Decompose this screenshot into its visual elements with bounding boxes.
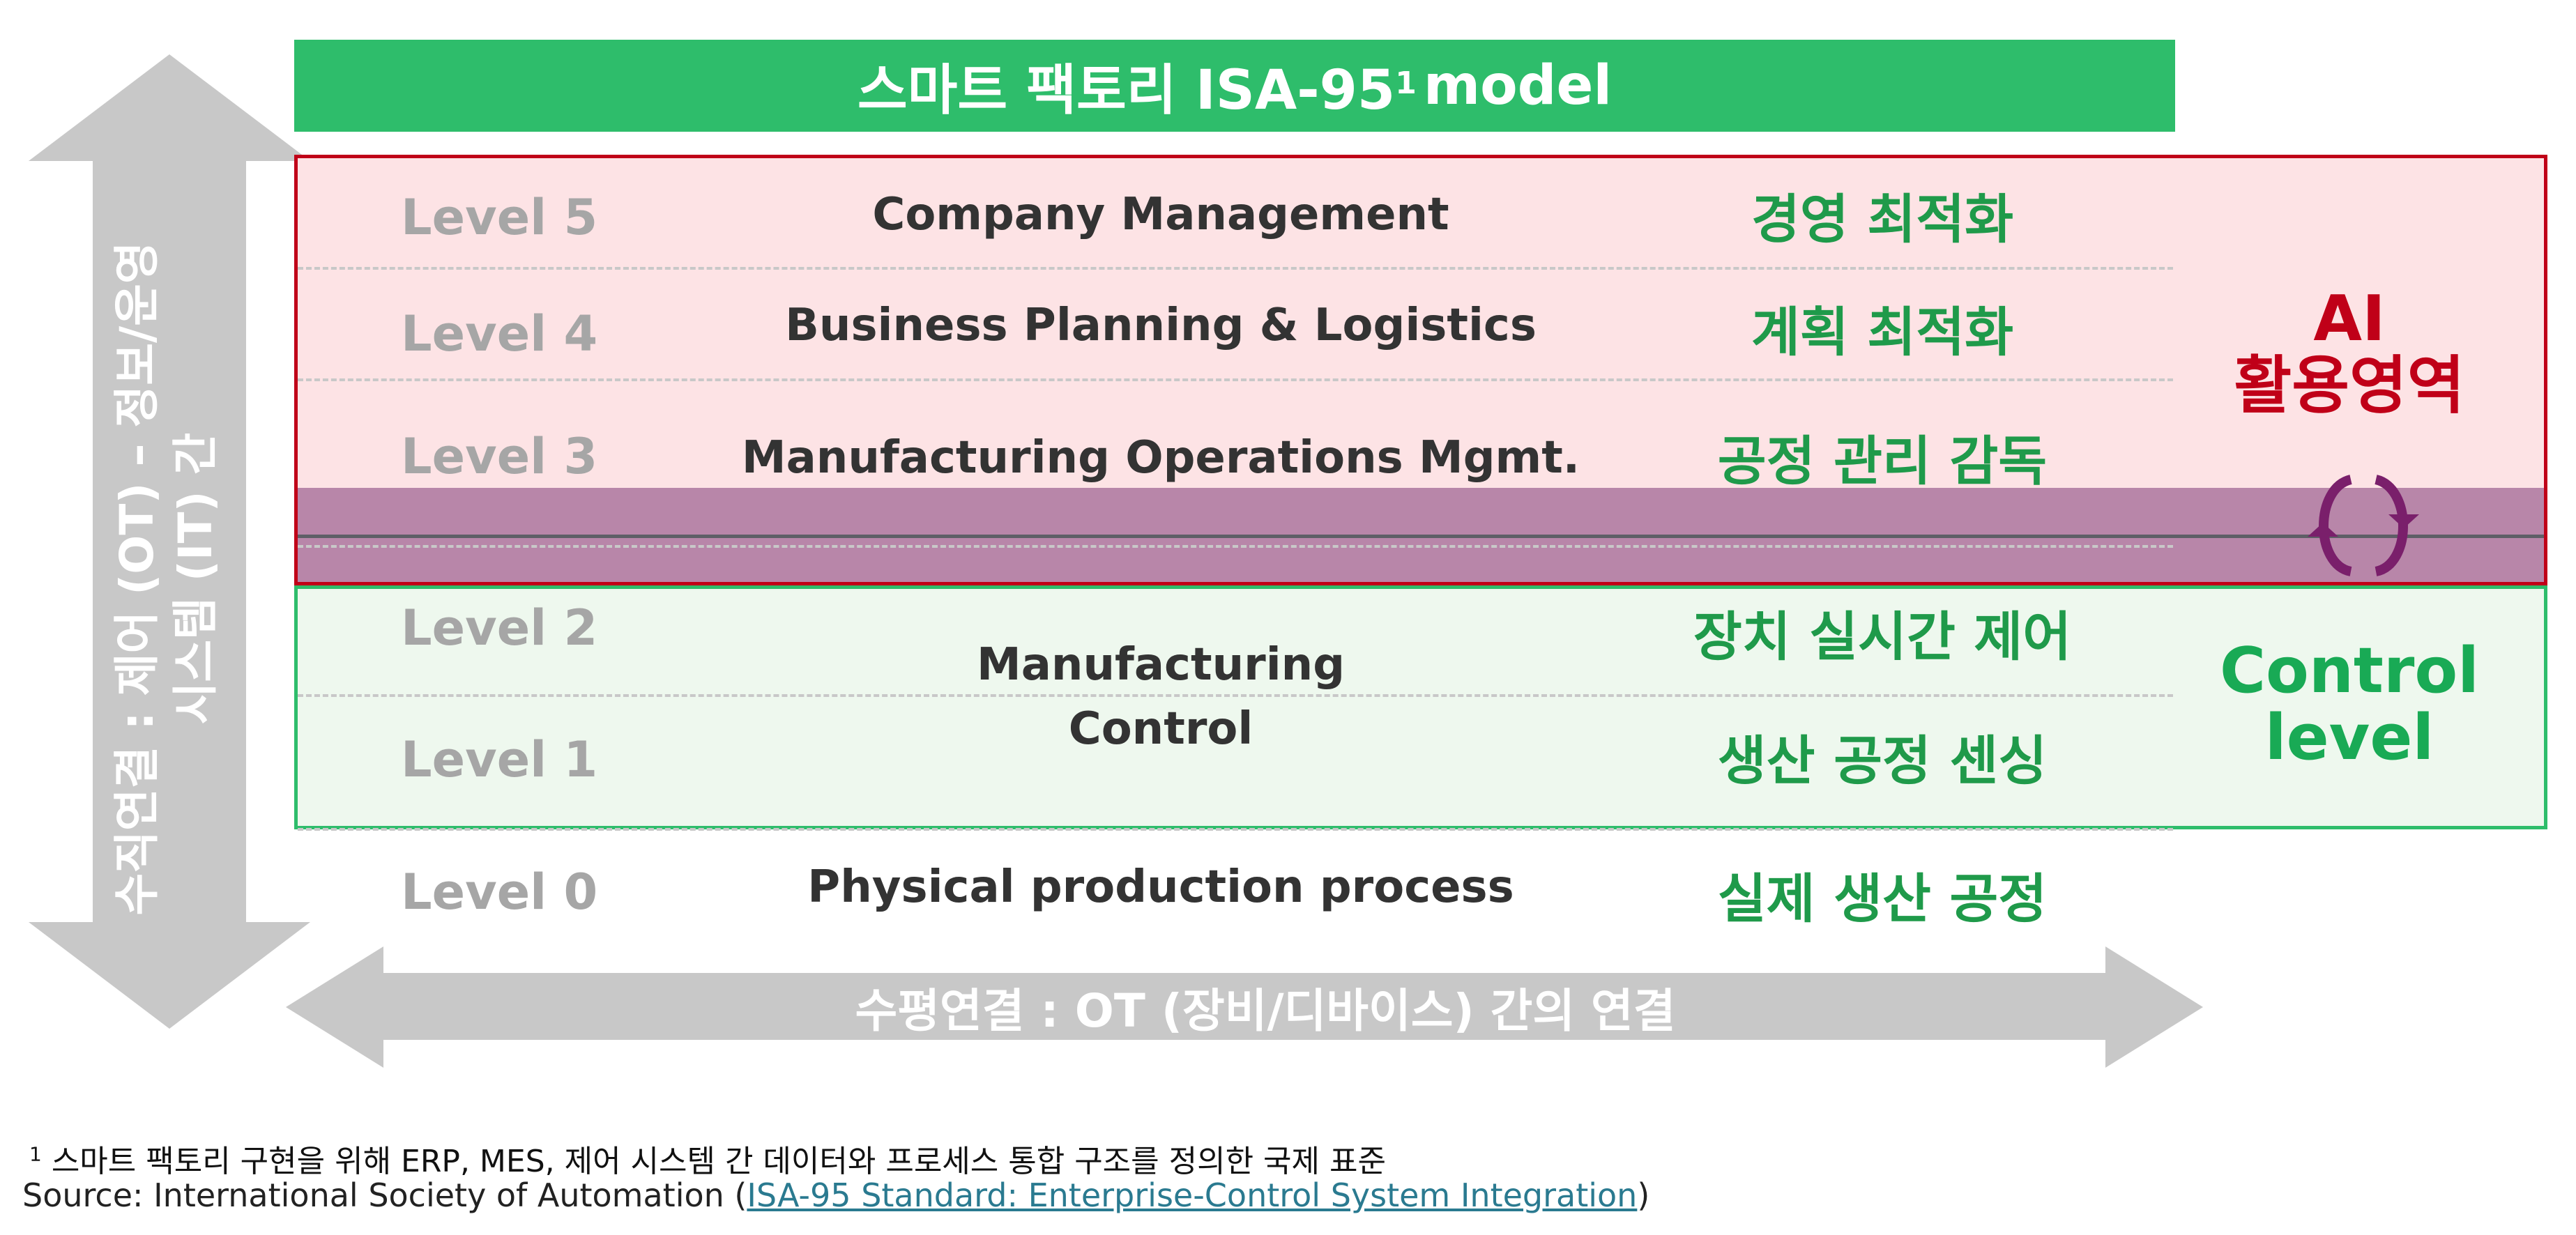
level-3-label: Level 3 bbox=[401, 428, 598, 485]
level-2-label: Level 2 bbox=[401, 599, 598, 657]
footnote: 1 스마트 팩토리 구현을 위해 ERP, MES, 제어 시스템 간 데이터와… bbox=[29, 1136, 1386, 1181]
manufacturing-control-line2: Control bbox=[1068, 703, 1253, 755]
title-suffix: model bbox=[1423, 54, 1613, 117]
ai-zone-label-line2: 활용영역 bbox=[2234, 349, 2465, 422]
source-prefix: Source: International Society of Automat… bbox=[22, 1176, 747, 1214]
title-footnote-mark: 1 bbox=[1395, 65, 1417, 101]
control-zone-label: Control level bbox=[2175, 638, 2524, 772]
manufacturing-control-description: Manufacturing Control bbox=[732, 627, 1590, 767]
source-suffix: ) bbox=[1637, 1176, 1650, 1214]
footnote-mark: 1 bbox=[29, 1142, 42, 1166]
level-1-korean: 생산 공정 센싱 bbox=[1717, 730, 2048, 792]
level-4-label: Level 4 bbox=[401, 305, 598, 362]
level-5-description: Company Management bbox=[872, 189, 1449, 240]
manufacturing-control-line1: Manufacturing bbox=[977, 639, 1345, 691]
level-0-korean: 실제 생산 공정 bbox=[1717, 868, 2048, 930]
level-5-label: Level 5 bbox=[401, 189, 598, 246]
level-5-korean: 경영 최적화 bbox=[1751, 188, 2014, 250]
level-2-korean: 장치 실시간 제어 bbox=[1693, 606, 2072, 668]
cycle-arrows-icon bbox=[2308, 475, 2419, 576]
horizontal-arrow-label: 수평연결 : OT (장비/디바이스) 간의 연결 bbox=[855, 984, 1676, 1038]
level-4-description: Business Planning & Logistics bbox=[785, 300, 1537, 351]
separator-l1-l0 bbox=[298, 828, 2173, 831]
horizontal-arrow-shape bbox=[286, 946, 2203, 1068]
separator-l4-l3 bbox=[298, 378, 2173, 381]
level-0-label: Level 0 bbox=[401, 864, 598, 921]
control-zone-label-line2: level bbox=[2264, 701, 2434, 774]
separator-l2-l1 bbox=[298, 694, 2173, 697]
control-zone bbox=[294, 585, 2547, 829]
ai-zone-label-line1: AI bbox=[2313, 282, 2386, 355]
source-line: Source: International Society of Automat… bbox=[22, 1176, 1649, 1214]
it-ot-boundary-line bbox=[298, 535, 2544, 538]
source-link[interactable]: ISA-95 Standard: Enterprise-Control Syst… bbox=[747, 1176, 1638, 1214]
control-zone-label-line1: Control bbox=[2219, 634, 2480, 707]
separator-l5-l4 bbox=[298, 267, 2173, 270]
vertical-arrow-shape bbox=[29, 54, 310, 1029]
level-3-description: Manufacturing Operations Mgmt. bbox=[741, 432, 1580, 484]
ai-zone-label: AI 활용영역 bbox=[2175, 286, 2524, 420]
separator-l3-band bbox=[298, 545, 2173, 548]
footnote-text: 스마트 팩토리 구현을 위해 ERP, MES, 제어 시스템 간 데이터와 프… bbox=[51, 1144, 1386, 1179]
level-1-label: Level 1 bbox=[401, 731, 598, 788]
level-3-korean: 공정 관리 감독 bbox=[1717, 430, 2048, 492]
title-text: 스마트 팩토리 ISA-95 bbox=[857, 59, 1396, 122]
level-0-description: Physical production process bbox=[807, 861, 1514, 913]
level-4-korean: 계획 최적화 bbox=[1751, 301, 2014, 363]
vertical-arrow-label-line2: 시스템 (IT) 간 bbox=[169, 432, 222, 725]
vertical-arrow-label-line1: 수직연결 : 제어 (OT) – 정보/운영 bbox=[110, 241, 164, 916]
vertical-arrow-label: 수직연결 : 제어 (OT) – 정보/운영 시스템 (IT) 간 bbox=[108, 195, 234, 962]
